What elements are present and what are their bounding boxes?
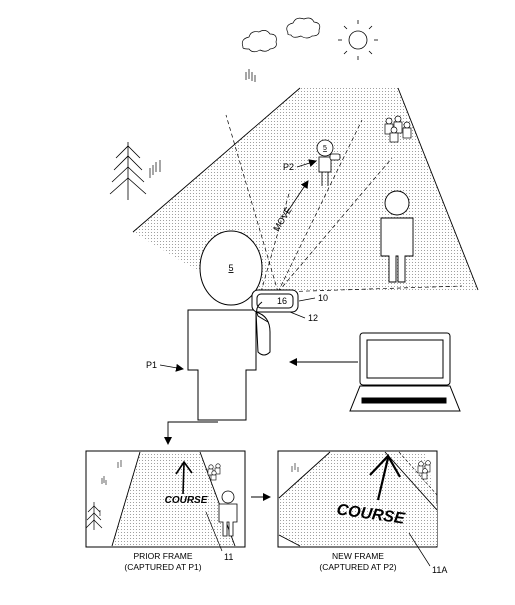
field-edge-right: [397, 87, 479, 291]
crowd-icon: [384, 115, 412, 143]
device-finger-ref-leader: [289, 311, 306, 319]
new-frame-caption-line2: (CAPTURED AT P2): [319, 562, 396, 572]
device-screen-label: 16: [277, 296, 287, 306]
prior-frame-overlay-text: COURSE: [165, 495, 208, 506]
device-finger-ref: 12: [308, 313, 318, 323]
person-far-ref: P2: [283, 162, 294, 172]
camera-view-lines: [225, 114, 463, 293]
prior-frame-ref-leader: [205, 511, 223, 552]
person-main-ref-leader: [159, 363, 184, 372]
person-far-head-label: 5: [323, 145, 327, 152]
new-frame: [277, 450, 438, 548]
new-frame-ref-leader: [408, 532, 431, 567]
arrow-up-icon: [369, 454, 401, 501]
laptop-icon: [349, 332, 461, 412]
person-to-frame-arrow: [164, 421, 218, 445]
tree-icon: [109, 142, 147, 200]
arrow-up-icon: [175, 460, 193, 495]
prior-frame-caption-line2: (CAPTURED AT P1): [124, 562, 201, 572]
person-main-head-label: 5: [228, 263, 233, 273]
move-arrow: [285, 180, 309, 215]
device-ref-leader: [298, 297, 316, 302]
person-main-ref: P1: [146, 360, 157, 370]
person-bystander: [380, 190, 414, 283]
prior-frame-caption-line1: PRIOR FRAME: [133, 551, 192, 561]
device-ref: 10: [318, 293, 328, 303]
field-edge-left: [132, 87, 301, 233]
person-main: [187, 230, 271, 421]
prior-frame: [85, 450, 246, 548]
new-frame-caption-line1: NEW FRAME: [332, 551, 384, 561]
cloud-icon: [286, 17, 321, 39]
handheld-device: [251, 289, 299, 323]
new-frame-ref: 11A: [432, 565, 447, 575]
person-far-ref-leader: [296, 159, 317, 168]
grass-icon: [149, 69, 256, 178]
prior-frame-ref: 11: [224, 552, 233, 562]
person-far: [316, 139, 341, 186]
sun-icon: [338, 20, 378, 60]
cloud-icon: [241, 30, 277, 53]
